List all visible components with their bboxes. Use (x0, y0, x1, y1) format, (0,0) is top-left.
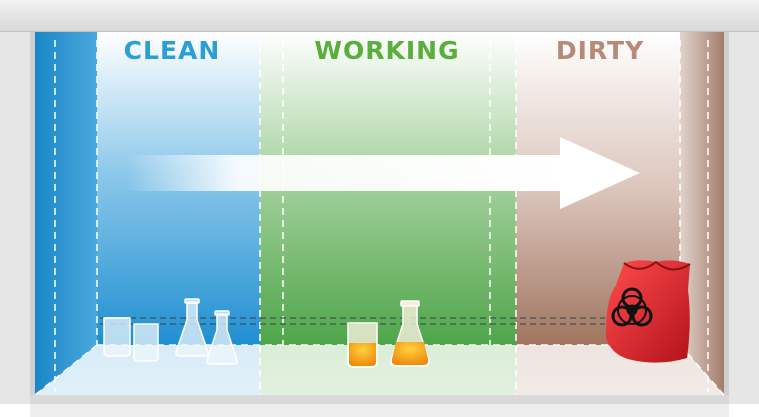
working-zone-label: WORKING (314, 36, 460, 65)
cabinet-right-frame (729, 32, 759, 404)
right-wall (680, 32, 724, 395)
clean-glassware (103, 298, 238, 365)
biohazard-icon (611, 287, 653, 327)
erlenmeyer-flask-icon (206, 310, 238, 365)
biohazard-bag (605, 260, 691, 363)
cabinet-left-frame (0, 32, 30, 404)
beaker-icon (103, 317, 131, 357)
working-glassware (347, 300, 430, 368)
beaker-with-liquid-icon (347, 322, 378, 368)
erlenmeyer-flask-icon (175, 298, 209, 357)
flow-arrow (125, 137, 640, 209)
front-sill (30, 395, 729, 404)
cabinet-top-panel (0, 0, 759, 32)
beaker-icon (133, 323, 159, 362)
clean-zone-label: CLEAN (123, 36, 221, 65)
left-wall (35, 32, 97, 395)
erlenmeyer-flask-with-liquid-icon (390, 300, 430, 367)
dirty-zone-label: DIRTY (555, 36, 645, 65)
